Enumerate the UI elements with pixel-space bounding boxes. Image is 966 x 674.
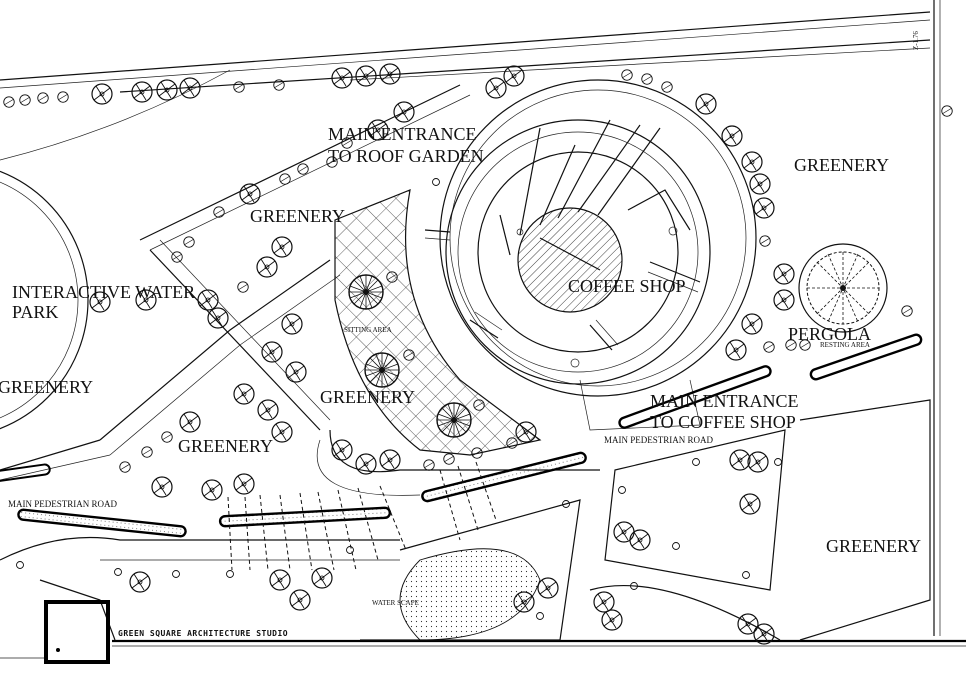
label-coffee-shop: COFFEE SHOP — [568, 276, 686, 296]
label-main-entrance-coffee-1: MAIN ENTRANCE — [650, 391, 799, 411]
label-greenery-left: GREENERY — [0, 377, 93, 397]
label-greenery-top-right: GREENERY — [794, 155, 889, 175]
benches — [0, 333, 923, 538]
label-main-pedestrian-road-right: MAIN PEDESTRIAN ROAD — [604, 435, 714, 445]
bollards — [16, 178, 782, 620]
labels: MAIN ENTRANCE TO ROOF GARDEN GREENERY GR… — [0, 31, 921, 638]
studio-logo — [44, 600, 110, 664]
label-greenery-bottom-right: GREENERY — [826, 536, 921, 556]
studio-name: GREEN SQUARE ARCHITECTURE STUDIO — [118, 629, 288, 638]
label-greenery-lower-left: GREENERY — [178, 436, 273, 456]
crossings — [227, 461, 497, 571]
coffee-shop-building — [424, 79, 757, 431]
label-main-entrance-roof-1: MAIN ENTRANCE — [328, 124, 477, 144]
label-main-entrance-coffee-2: TO COFFEE SHOP — [650, 412, 796, 432]
label-main-pedestrian-road-left: MAIN PEDESTRIAN ROAD — [8, 499, 118, 509]
label-main-entrance-roof-2: TO ROOF GARDEN — [328, 146, 484, 166]
sheet-code: Z-1.76 — [912, 31, 920, 50]
label-sitting-area: SITTING AREA — [344, 326, 392, 334]
label-interactive-water-2: PARK — [12, 302, 58, 322]
interactive-water-park — [0, 69, 231, 430]
top-boundary-road — [0, 11, 931, 93]
label-pergola: PERGOLA — [788, 324, 871, 344]
label-interactive-water-1: INTERACTIVE WATER — [12, 282, 195, 302]
sitting-area-paving — [334, 189, 542, 456]
label-water-scape: WATER SCAPE — [372, 599, 419, 607]
sheet-frame — [0, 0, 966, 659]
pathways — [0, 84, 600, 561]
label-greenery-upper-mid: GREENERY — [250, 206, 345, 226]
label-resting-area: RESTING AREA — [820, 341, 870, 349]
label-greenery-center: GREENERY — [320, 387, 415, 407]
lower-right-plots — [39, 399, 931, 641]
pergola — [798, 243, 888, 333]
